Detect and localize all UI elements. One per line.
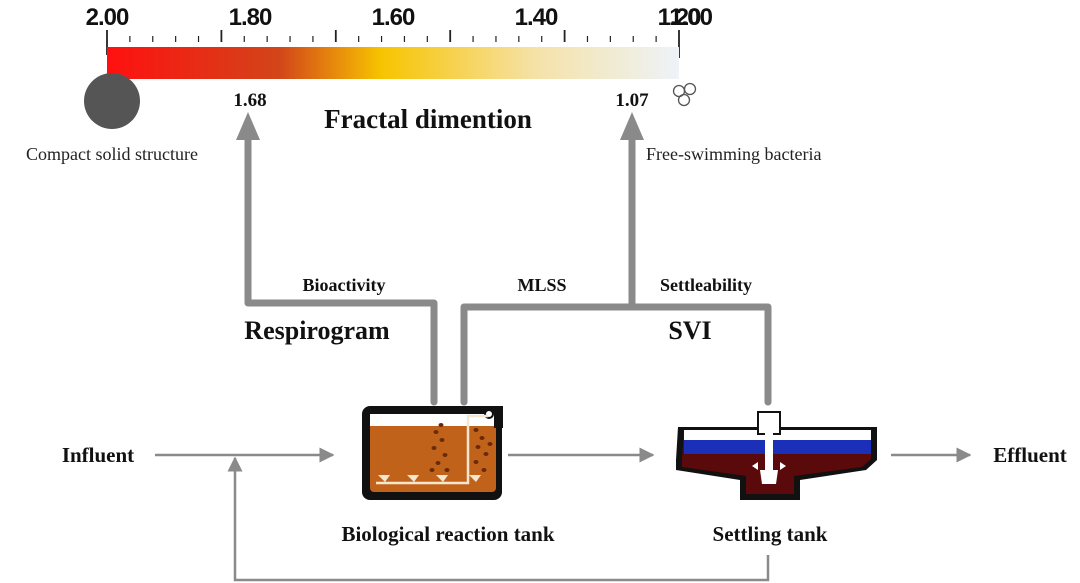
free-swimming-bacteria-icon bbox=[672, 82, 697, 107]
reactor-label: Biological reaction tank bbox=[341, 522, 554, 546]
free-swimming-bacteria-label: Free-swimming bacteria bbox=[646, 144, 821, 164]
compact-solid-structure-icon bbox=[84, 73, 140, 129]
aeration-bubble bbox=[473, 460, 479, 464]
effluent-label: Effluent bbox=[993, 443, 1067, 467]
fractal-scale-bar bbox=[107, 47, 679, 79]
aeration-bubble bbox=[473, 428, 479, 432]
influent-label: Influent bbox=[62, 443, 134, 467]
tick-label-2.00: 2.00 bbox=[86, 4, 129, 31]
aeration-bubble bbox=[438, 423, 444, 427]
aeration-bubble bbox=[483, 452, 489, 456]
respirogram-path bbox=[244, 136, 438, 406]
mlss-label: MLSS bbox=[517, 275, 566, 295]
marker-value-1.68: 1.68 bbox=[233, 90, 266, 111]
marker-value-1.07: 1.07 bbox=[615, 90, 649, 111]
aeration-bubble bbox=[444, 468, 450, 472]
settleability-label: Settleability bbox=[660, 275, 752, 295]
arrow-up-icon bbox=[236, 112, 260, 140]
svi-path bbox=[460, 136, 772, 406]
aeration-bubble bbox=[481, 468, 487, 472]
scale-title: Fractal dimention bbox=[324, 104, 532, 134]
aeration-bubble bbox=[439, 438, 445, 442]
bioactivity-label: Bioactivity bbox=[303, 275, 386, 295]
aeration-bubble bbox=[442, 453, 448, 457]
aeration-bubble bbox=[475, 445, 481, 449]
arrow-up-icon bbox=[620, 112, 644, 140]
aeration-bubble bbox=[487, 442, 493, 446]
tick-label-1.60: 1.60 bbox=[372, 4, 415, 31]
settling-tank-icon bbox=[676, 411, 877, 500]
respirogram-label: Respirogram bbox=[244, 316, 390, 345]
flow-lines bbox=[155, 447, 972, 582]
biological-reaction-tank-icon bbox=[362, 406, 503, 500]
scale-tick-labels: 2.00 1.80 1.60 1.40 1.20 1.00 bbox=[86, 4, 714, 31]
aeration-bubble bbox=[429, 468, 435, 472]
tick-label-1.80: 1.80 bbox=[229, 4, 272, 31]
tick-label-1.40: 1.40 bbox=[515, 4, 558, 31]
tick-label-1.20: 1.20 bbox=[658, 4, 701, 31]
aeration-bubble bbox=[433, 430, 439, 434]
settler-label: Settling tank bbox=[713, 522, 828, 546]
aeration-bubble bbox=[435, 461, 441, 465]
aeration-bubble bbox=[479, 436, 485, 440]
aeration-bubble bbox=[431, 446, 437, 450]
svi-label: SVI bbox=[668, 316, 711, 345]
tick-label-1.00: 1.00 bbox=[669, 4, 712, 31]
compact-solid-structure-label: Compact solid structure bbox=[26, 144, 198, 164]
